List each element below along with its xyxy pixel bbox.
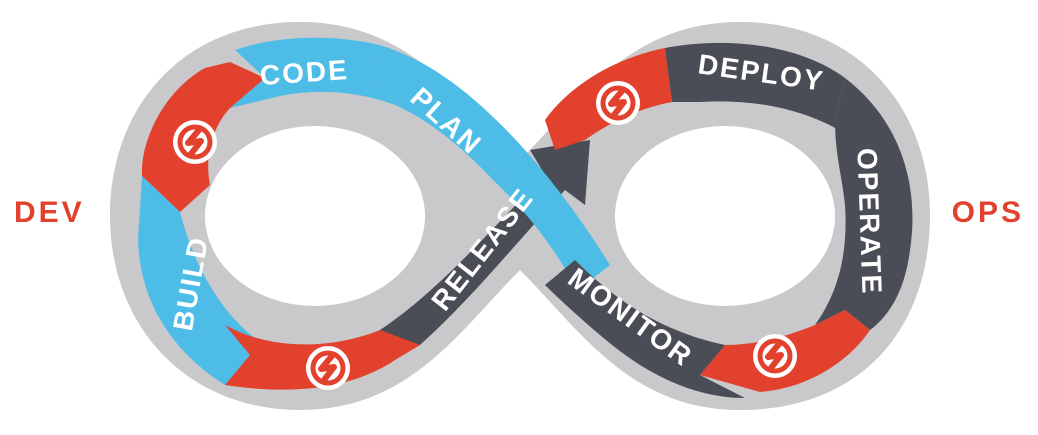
- dev-label: DEV: [14, 196, 85, 229]
- deploy-segment: [665, 42, 855, 140]
- plan-underpass: [495, 150, 610, 290]
- plan-segment: [365, 44, 525, 182]
- operate-segment: [815, 78, 913, 330]
- lightning-bolt-icon: [306, 346, 350, 390]
- monitor-segment: [545, 260, 745, 398]
- loop-right-hole: [615, 126, 835, 306]
- code-segment: [230, 37, 395, 108]
- lightning-bolt-icon: [753, 334, 797, 378]
- lightning-bolt-icon: [596, 81, 640, 125]
- code-label: CODE: [259, 54, 350, 91]
- lightning-bolt-icon: [173, 120, 217, 164]
- ops-label: OPS: [951, 196, 1024, 229]
- operate-label: OPERATE: [851, 148, 887, 296]
- loop-left-hole: [205, 126, 425, 306]
